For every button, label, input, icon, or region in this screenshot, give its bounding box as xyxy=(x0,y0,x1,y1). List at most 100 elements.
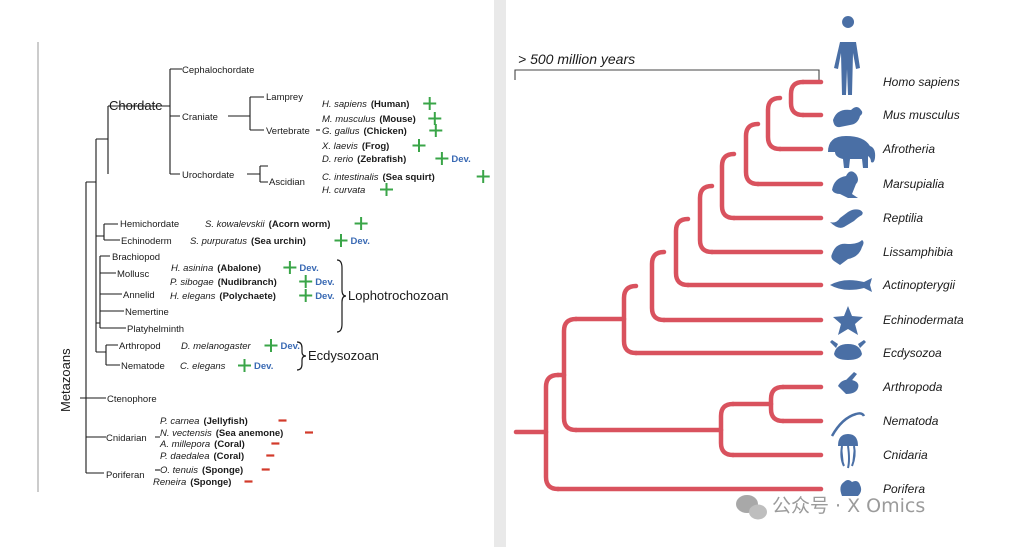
common-name: (Coral) xyxy=(214,451,245,462)
ctenophore-label: Ctenophore xyxy=(107,394,157,405)
dev-label: Dev. xyxy=(351,236,370,247)
species-x-laevis: X. laevis(Frog) xyxy=(321,139,426,152)
common-name: (Acorn worm) xyxy=(269,219,331,230)
lamprey-label: Lamprey xyxy=(266,92,303,103)
species-label: P. sibogae(Nudibranch) xyxy=(170,277,277,288)
taxon-label-mus-musculus: Mus musculus xyxy=(883,108,960,122)
common-name: (Polychaete) xyxy=(219,291,276,302)
platyhelminth-label: Platyhelminth xyxy=(127,324,184,335)
taxon-label-homo-sapiens: Homo sapiens xyxy=(883,75,960,89)
dev-label: Dev. xyxy=(451,154,470,165)
scientific-name: S. kowalevskii xyxy=(205,219,266,230)
scientific-name: H. asinina xyxy=(171,263,213,274)
taxon-label-echinodermata: Echinodermata xyxy=(883,313,964,327)
scientific-name: G. gallus xyxy=(322,126,360,137)
plus-mark xyxy=(423,97,437,110)
species-label: D. melanogaster xyxy=(181,341,252,352)
scientific-name: N. vectensis xyxy=(160,428,212,439)
tree-branch xyxy=(103,223,120,241)
species-d-rerio: D. rerio(Zebrafish) Dev. xyxy=(322,152,471,165)
taxon-label-lissamphibia: Lissamphibia xyxy=(883,245,953,259)
echinoderm-label: Echinoderm xyxy=(121,236,172,247)
taxon-label-afrotheria: Afrotheria xyxy=(882,142,935,156)
common-name: (Nudibranch) xyxy=(218,277,277,288)
species-label: Reneira (Sponge) xyxy=(153,477,231,488)
hemichordate-label: Hemichordate xyxy=(120,219,179,230)
species-h-curvata: H. curvata xyxy=(322,183,393,196)
scientific-name: M. musculus xyxy=(322,114,376,125)
tree-branch xyxy=(228,96,264,131)
wechat-icon-bubble xyxy=(749,504,767,520)
urochordate-label: Urochordate xyxy=(182,170,234,181)
cephalochordate-label: Cephalochordate xyxy=(182,65,254,76)
starfish-silhouette-icon xyxy=(833,306,863,335)
nemertine-label: Nemertine xyxy=(125,307,169,318)
fly-silhouette-icon xyxy=(838,372,859,394)
common-name: (Frog) xyxy=(362,141,389,152)
tree-node xyxy=(719,151,737,221)
tree-node xyxy=(788,79,806,118)
plus-mark xyxy=(299,275,313,288)
cnidarian-label: Cnidarian xyxy=(106,433,147,444)
species-label: X. laevis(Frog) xyxy=(321,141,389,152)
panel-divider xyxy=(494,0,506,547)
tree-branches xyxy=(80,68,320,474)
tree-node xyxy=(765,95,783,152)
phylogeny-branches xyxy=(513,79,824,492)
fish-silhouette-icon xyxy=(830,278,872,292)
ascidian-label: Ascidian xyxy=(269,177,305,188)
watermark: 公众号 · X Omics xyxy=(736,495,925,520)
scientific-name: D. melanogaster xyxy=(181,341,252,352)
taxon-label-porifera: Porifera xyxy=(883,482,925,496)
tree-branch xyxy=(247,165,268,183)
worm-silhouette-icon xyxy=(830,412,866,437)
species-c-intestinalis: C. intestinalis(Sea squirt) xyxy=(322,170,490,183)
species-s-kowalevskii: S. kowalevskii(Acorn worm) xyxy=(205,217,368,230)
species-p-carnea: P. carnea(Jellyfish) xyxy=(160,416,287,427)
species-a-millepora: A. millepora(Coral) xyxy=(159,439,280,450)
species-label: D. rerio(Zebrafish) xyxy=(322,154,406,165)
species-label: A. millepora(Coral) xyxy=(159,439,245,450)
lophotrochozoan-brace xyxy=(336,259,347,333)
species-label: N. vectensis (Sea anemone) xyxy=(160,428,283,439)
plus-mark xyxy=(354,217,368,230)
chordate-label: Chordate xyxy=(109,98,162,113)
dev-label: Dev. xyxy=(315,277,334,288)
plus-mark xyxy=(238,359,251,372)
timescale-label: > 500 million years xyxy=(518,51,635,67)
species-label: P. daedalea(Coral) xyxy=(160,451,244,462)
ecdysozoan-label: Ecdysozoan xyxy=(308,348,379,363)
dev-label: Dev. xyxy=(299,263,318,274)
taxon-label-arthropoda: Arthropoda xyxy=(882,380,943,394)
mouse-silhouette-icon xyxy=(833,107,863,128)
tree-node xyxy=(673,216,691,288)
tree-branch xyxy=(80,181,106,474)
species-s-purpuratus: S. purpuratus(Sea urchin)Dev. xyxy=(190,234,370,247)
scientific-name: A. millepora xyxy=(159,439,210,450)
common-name: (Jellyfish) xyxy=(203,416,247,427)
scientific-name: Reneira xyxy=(153,477,186,488)
species-m-musculus: M. musculus(Mouse) xyxy=(322,112,442,125)
tree-branch xyxy=(99,255,126,329)
silhouettes xyxy=(828,16,876,496)
taxon-label-nematoda: Nematoda xyxy=(883,414,939,428)
common-name: (Mouse) xyxy=(379,114,415,125)
species-h-asinina: H. asinina(Abalone)Dev. xyxy=(171,261,319,274)
tree-node xyxy=(697,183,715,255)
tree-branch xyxy=(107,68,182,175)
scientific-name: C. elegans xyxy=(180,361,226,372)
species-label: H. curvata xyxy=(322,185,365,196)
metazoans-label: Metazoans xyxy=(58,348,73,412)
common-name: (Sea urchin) xyxy=(251,236,306,247)
tree-branch xyxy=(95,138,108,353)
common-name: (Sponge) xyxy=(190,477,231,488)
common-name: (Sea anemone) xyxy=(216,428,284,439)
scientific-name: H. curvata xyxy=(322,185,365,196)
common-name: (Sponge) xyxy=(202,465,243,476)
taxon-label-ecdysozoa: Ecdysozoa xyxy=(883,346,942,360)
species-reneira: Reneira (Sponge) xyxy=(153,477,253,488)
common-name: (Chicken) xyxy=(364,126,407,137)
taxon-label-marsupialia: Marsupialia xyxy=(883,177,945,191)
